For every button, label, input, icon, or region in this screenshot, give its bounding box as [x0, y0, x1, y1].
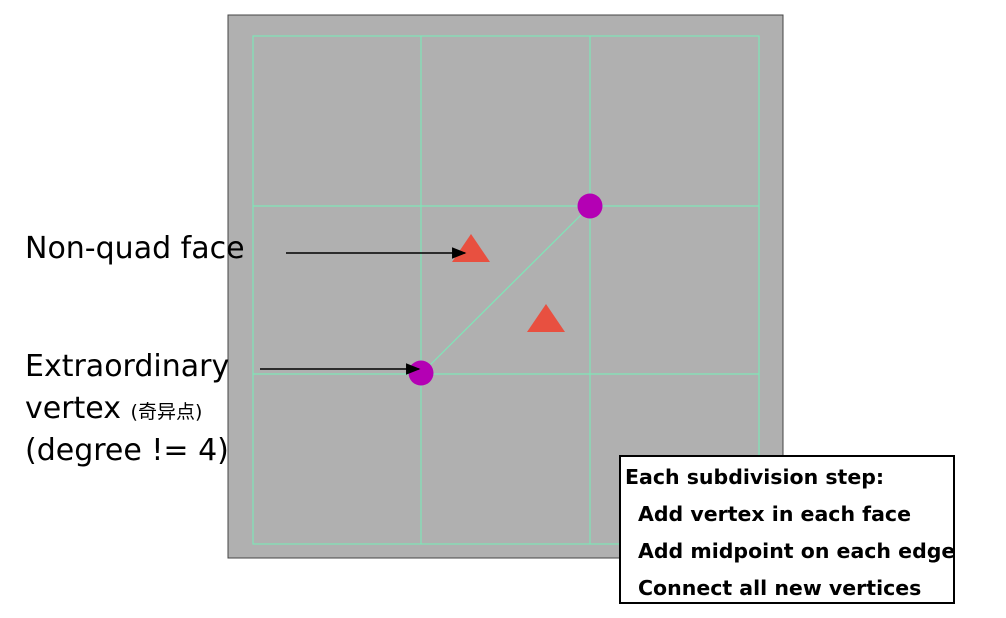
- extraordinary-label-chinese: (奇异点): [130, 401, 203, 423]
- extraordinary-label-line1: Extraordinary: [25, 349, 230, 384]
- step-item-connect: Connect all new vertices: [638, 576, 922, 600]
- degree-label: (degree != 4): [25, 433, 229, 468]
- extraordinary-label-line2: vertex (奇异点): [25, 388, 202, 433]
- step-item-edge-midpoint: Add midpoint on each edge: [638, 539, 956, 563]
- diagonal-edge: [420, 205, 591, 375]
- step-item-face-vertex: Add vertex in each face: [638, 502, 911, 526]
- extraordinary-vertex-lower: [408, 360, 434, 386]
- grid-border: [252, 35, 760, 545]
- quad-grid: [252, 35, 760, 545]
- subdivision-steps-box: Each subdivision step: Add vertex in eac…: [619, 455, 955, 604]
- extraordinary-label-vertex: vertex: [25, 391, 121, 426]
- non-quad-face-label: Non-quad face: [25, 231, 245, 266]
- steps-title: Each subdivision step:: [625, 465, 885, 489]
- extraordinary-vertex-upper: [577, 193, 603, 219]
- non-quad-face-marker-2: [527, 304, 565, 332]
